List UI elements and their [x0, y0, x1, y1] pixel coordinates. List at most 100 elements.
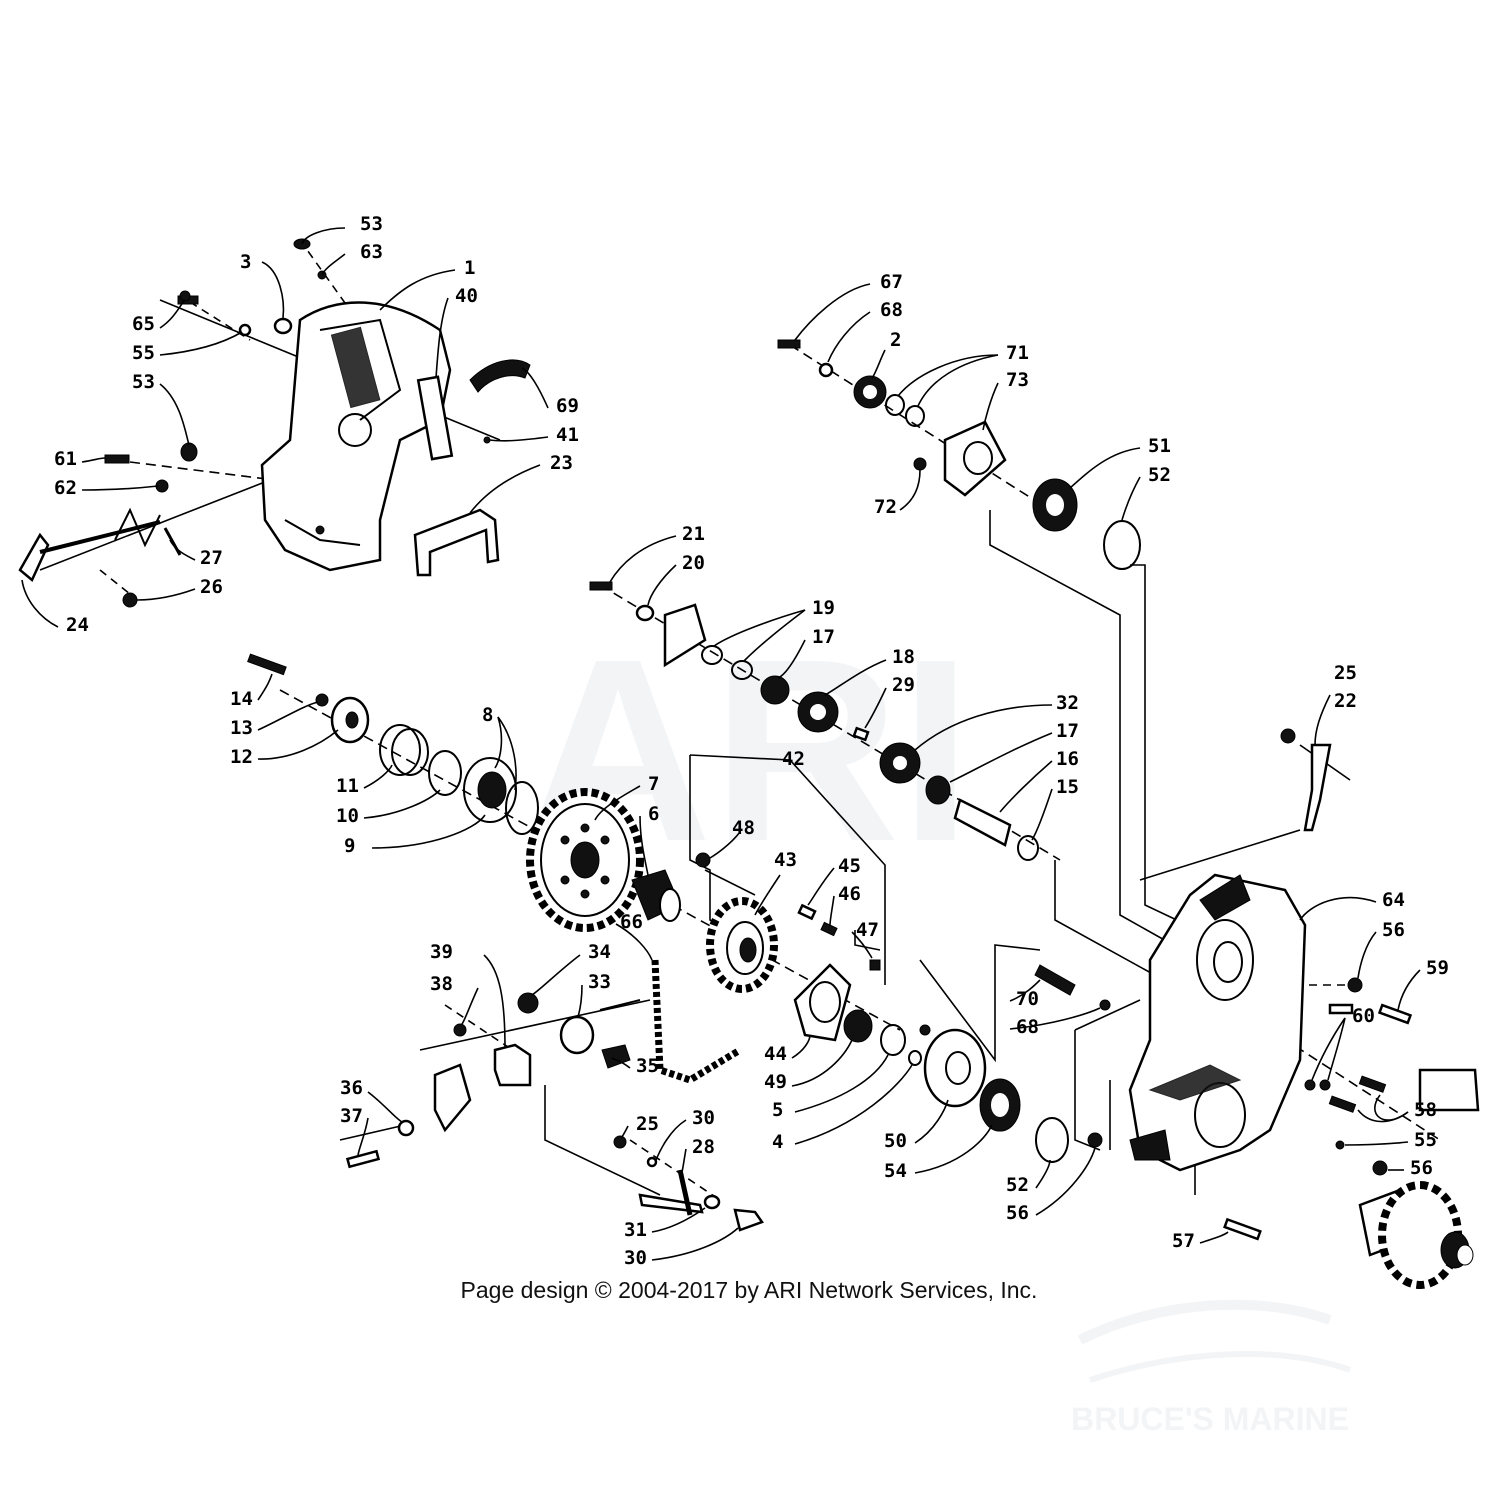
callout-40: 40	[455, 285, 478, 307]
plate	[416, 375, 454, 461]
callout-39: 39	[430, 941, 453, 963]
callout-3: 3	[240, 251, 251, 273]
callout-45: 45	[838, 855, 861, 877]
chain-tensioner	[345, 992, 631, 1169]
callout-5: 5	[772, 1099, 783, 1121]
callout-41: 41	[556, 424, 579, 446]
callout-8: 8	[482, 704, 493, 726]
middle-shaft-stack	[589, 581, 1039, 861]
callout-72: 72	[874, 496, 897, 518]
large-sprocket	[526, 788, 644, 932]
callout-12: 12	[230, 746, 253, 768]
callout-66: 66	[620, 911, 643, 933]
brake-lever-shaft	[18, 507, 182, 583]
callout-56: 56	[1410, 1157, 1433, 1179]
right-fasteners	[1034, 964, 1480, 1241]
callout-7: 7	[648, 773, 659, 795]
callout-52: 52	[1006, 1174, 1029, 1196]
callout-59: 59	[1426, 957, 1449, 979]
callout-69: 69	[556, 395, 579, 417]
chain-sprocket	[706, 897, 778, 993]
hub-assembly	[793, 963, 1103, 1163]
callout-14: 14	[230, 688, 253, 710]
callout-17: 17	[1056, 720, 1079, 742]
callout-52: 52	[1148, 464, 1171, 486]
callout-20: 20	[682, 552, 705, 574]
callout-68: 68	[1016, 1016, 1039, 1038]
callout-55: 55	[1414, 1129, 1437, 1151]
callout-10: 10	[336, 805, 359, 827]
callout-35: 35	[636, 1055, 659, 1077]
callout-2: 2	[890, 329, 901, 351]
callout-17: 17	[812, 626, 835, 648]
callout-47: 47	[856, 919, 879, 941]
copyright-notice: Page design © 2004-2017 by ARI Network S…	[461, 1277, 1038, 1303]
upper-bearing-stack	[777, 339, 1141, 570]
callout-56: 56	[1382, 919, 1405, 941]
callout-53: 53	[132, 371, 155, 393]
callout-18: 18	[892, 646, 915, 668]
callout-68: 68	[880, 299, 903, 321]
nut-48	[695, 852, 711, 868]
latch-bracket	[413, 508, 500, 577]
callout-13: 13	[230, 717, 253, 739]
callout-6: 6	[648, 803, 659, 825]
small-fasteners-left	[104, 238, 491, 608]
callout-32: 32	[1056, 692, 1079, 714]
callout-25: 25	[636, 1113, 659, 1135]
drive-chain	[599, 959, 742, 1084]
clutch-stack	[247, 653, 539, 835]
callout-64: 64	[1382, 889, 1405, 911]
callout-44: 44	[764, 1043, 787, 1065]
callout-23: 23	[550, 452, 573, 474]
callout-65: 65	[132, 313, 155, 335]
chain-case-housing	[1128, 873, 1307, 1172]
callout-71: 71	[1006, 342, 1029, 364]
callout-31: 31	[624, 1219, 647, 1241]
callout-62: 62	[54, 477, 77, 499]
callout-38: 38	[430, 973, 453, 995]
lower-lever	[613, 1135, 764, 1232]
callout-21: 21	[682, 523, 705, 545]
callout-43: 43	[774, 849, 797, 871]
callout-63: 63	[360, 241, 383, 263]
callout-15: 15	[1056, 776, 1079, 798]
callout-58: 58	[1414, 1099, 1437, 1121]
watermark-brand: BRUCE'S MARINE	[1071, 1401, 1349, 1437]
callout-1: 1	[464, 257, 475, 279]
chain-case-cover	[260, 301, 452, 572]
callout-46: 46	[838, 883, 861, 905]
callout-19: 19	[812, 597, 835, 619]
leader-lines	[21, 227, 1421, 1261]
callout-28: 28	[692, 1136, 715, 1158]
callout-30: 30	[624, 1247, 647, 1269]
bracket-22	[1280, 728, 1332, 832]
callout-11: 11	[336, 775, 359, 797]
callout-73: 73	[1006, 369, 1029, 391]
callout-51: 51	[1148, 435, 1171, 457]
cover-strip	[469, 359, 531, 393]
brand-watermark: BRUCE'S MARINE	[1071, 1299, 1352, 1437]
callout-49: 49	[764, 1071, 787, 1093]
callout-56: 56	[1006, 1202, 1029, 1224]
callout-9: 9	[344, 835, 355, 857]
callout-55: 55	[132, 342, 155, 364]
callout-16: 16	[1056, 748, 1079, 770]
callout-57: 57	[1172, 1230, 1195, 1252]
drive-axle	[1358, 1181, 1474, 1289]
callout-61: 61	[54, 448, 77, 470]
callout-36: 36	[340, 1077, 363, 1099]
callout-25: 25	[1334, 662, 1357, 684]
callout-34: 34	[588, 941, 611, 963]
callout-26: 26	[200, 576, 223, 598]
callout-33: 33	[588, 971, 611, 993]
callout-4: 4	[772, 1131, 783, 1153]
pinion-gear	[631, 869, 681, 922]
callout-30: 30	[692, 1107, 715, 1129]
pins-45-46	[797, 903, 881, 971]
callout-29: 29	[892, 674, 915, 696]
callout-27: 27	[200, 547, 223, 569]
callout-50: 50	[884, 1130, 907, 1152]
